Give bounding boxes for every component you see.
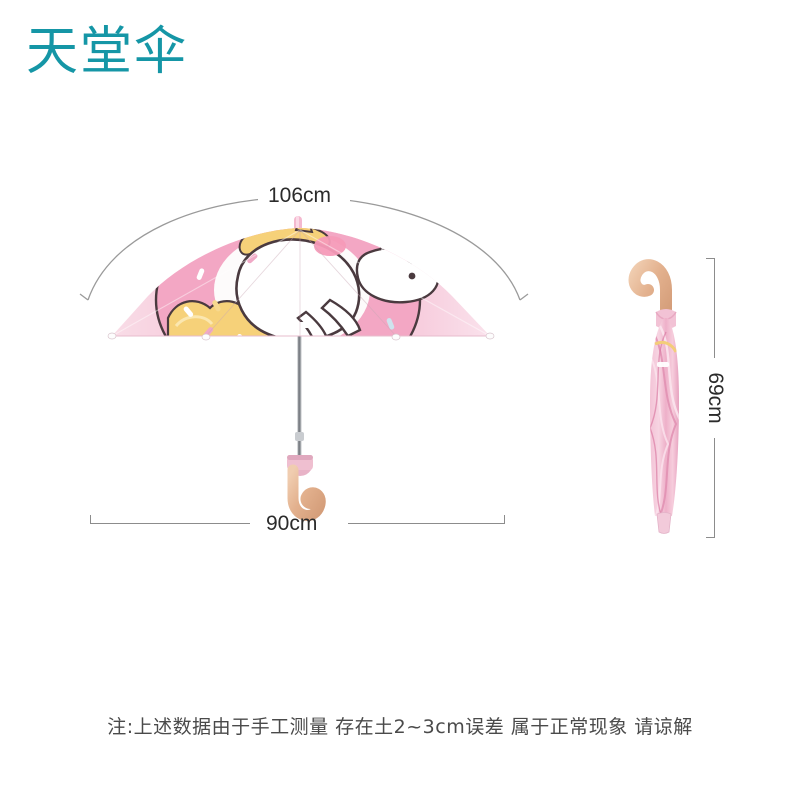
arc-measure-106 <box>79 182 529 301</box>
unicorn-horn <box>294 228 314 234</box>
umbrella-shaft <box>297 330 302 460</box>
unicorn-eye <box>408 272 416 280</box>
dimension-label-canopy-width: 90cm <box>266 512 318 535</box>
dimension-label-closed-length: 69cm <box>704 372 727 424</box>
brand-logo: 天堂伞 <box>26 22 189 82</box>
canopy-ribs <box>111 229 491 337</box>
canopy-print <box>154 228 440 336</box>
closed-umbrella <box>628 259 679 534</box>
sprinkles <box>183 253 395 336</box>
canopy-logo-tag <box>292 322 314 328</box>
umbrella-handle <box>287 464 326 521</box>
closed-umbrella-handle <box>628 259 672 324</box>
unicorn-blush <box>314 236 346 256</box>
shaft-catch <box>295 432 304 441</box>
dimension-label-canopy-arc: 106cm <box>268 184 332 207</box>
closed-umbrella-tip <box>656 512 672 534</box>
furl-folds <box>650 325 679 516</box>
measurement-disclaimer-note: 注:上述数据由于手工测量 存在土2~3cm误差 属于正常现象 请谅解 <box>107 716 693 738</box>
rib-tips <box>107 332 495 341</box>
open-umbrella <box>107 216 495 521</box>
